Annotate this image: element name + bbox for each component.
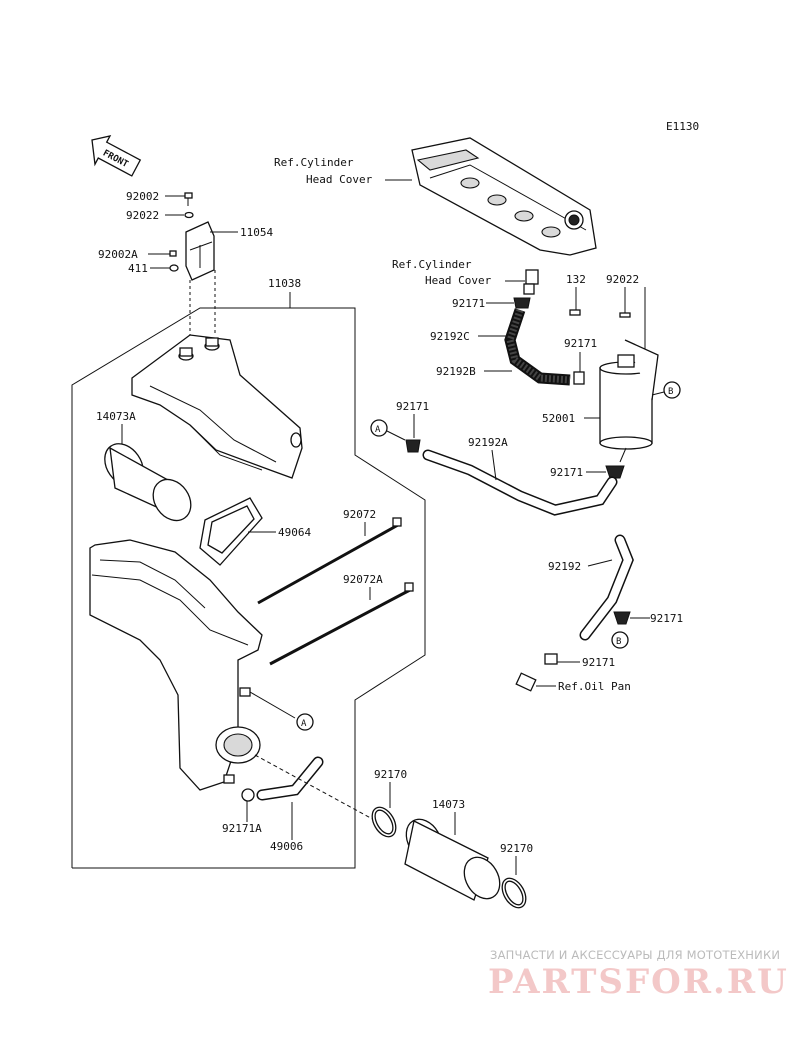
fitting-oil-pan [515, 672, 537, 692]
label-49064: 49064 [278, 526, 311, 539]
hose-49006 [256, 756, 324, 801]
ref-oil-pan: Ref.Oil Pan [558, 680, 631, 693]
label-14073: 14073 [432, 798, 465, 811]
bolt-92002A [169, 250, 177, 257]
label-92171-mid: 92171 [396, 400, 429, 413]
cable-tie-92072 [257, 517, 402, 605]
gasket-49064 [199, 497, 263, 566]
bolt-132 [569, 309, 581, 316]
label-92171-right: 92171 [564, 337, 597, 350]
ref-head-cover-2-line1: Ref.Cylinder [392, 258, 472, 271]
label-92022-left: 92022 [126, 209, 159, 222]
label-92170-left: 92170 [374, 768, 407, 781]
washer-92022-right [619, 312, 631, 318]
duct-14073 [404, 818, 501, 901]
filter-14073A [104, 443, 192, 522]
cylinder-head-cover [411, 137, 597, 256]
label-52001: 52001 [542, 412, 575, 425]
label-132: 132 [566, 273, 586, 286]
clamp-92170-left [371, 806, 397, 838]
marker-b-top [663, 381, 681, 399]
marker-a-top-label: A [375, 425, 381, 435]
label-92192: 92192 [548, 560, 581, 573]
grommet-411 [169, 264, 179, 272]
diagram-code: E1130 [666, 120, 699, 133]
label-11054: 11054 [240, 226, 273, 239]
ref-head-cover-1-line1: Ref.Cylinder [274, 156, 354, 169]
label-49006: 49006 [270, 840, 303, 853]
label-92192B: 92192B [436, 365, 476, 378]
clamp-92171-right [573, 371, 585, 385]
label-92072A: 92072A [343, 573, 383, 586]
label-411: 411 [128, 262, 148, 275]
washer-92022 [184, 211, 194, 219]
label-14073A: 14073A [96, 410, 136, 423]
bolt-92002 [184, 192, 193, 206]
marker-a-lower-label: A [301, 719, 307, 729]
clamp-92171A [241, 788, 255, 802]
cable-tie-92072A [269, 582, 414, 666]
airbox-case [89, 539, 263, 791]
clamp-92171-lower [613, 611, 631, 625]
hose-92192C [504, 308, 571, 386]
airbox-cover [131, 334, 303, 479]
marker-b-top-label: B [668, 387, 673, 397]
clamp-92171-oilpan [544, 653, 558, 665]
label-92171A: 92171A [222, 822, 262, 835]
hose-92192A [422, 449, 618, 516]
hose-92192 [579, 534, 634, 641]
clamp-92171-can [605, 465, 625, 479]
ref-head-cover-2-line2: Head Cover [425, 274, 492, 287]
marker-a-top [370, 419, 388, 437]
label-92171-can: 92171 [550, 466, 583, 479]
marker-b-lower [611, 631, 629, 649]
clamp-92171-mid [405, 439, 421, 453]
label-92002: 92002 [126, 190, 159, 203]
marker-a-lower [296, 713, 314, 731]
fitting-head-cover [523, 269, 539, 295]
label-92192C: 92192C [430, 330, 470, 343]
label-92171-oilpan: 92171 [582, 656, 615, 669]
label-92022-right: 92022 [606, 273, 639, 286]
front-arrow-icon: FRONT [91, 135, 142, 177]
canister-52001 [599, 339, 659, 463]
watermark-tagline: ЗАПЧАСТИ И АКСЕССУАРЫ ДЛЯ МОТОТЕХНИКИ [490, 948, 781, 962]
label-92002A: 92002A [98, 248, 138, 261]
label-92171-top: 92171 [452, 297, 485, 310]
watermark-logo: PARTSFOR.RU [488, 962, 789, 1002]
label-92072: 92072 [343, 508, 376, 521]
ref-head-cover-1-line2: Head Cover [306, 173, 373, 186]
label-11038: 11038 [268, 277, 301, 290]
label-92192A: 92192A [468, 436, 508, 449]
bracket-11054 [185, 221, 215, 281]
marker-b-lower-label: B [616, 637, 621, 647]
clamp-92171-top [513, 297, 531, 309]
label-92171-lower: 92171 [650, 612, 683, 625]
label-92170-right: 92170 [500, 842, 533, 855]
clamp-92170-right [501, 877, 527, 909]
